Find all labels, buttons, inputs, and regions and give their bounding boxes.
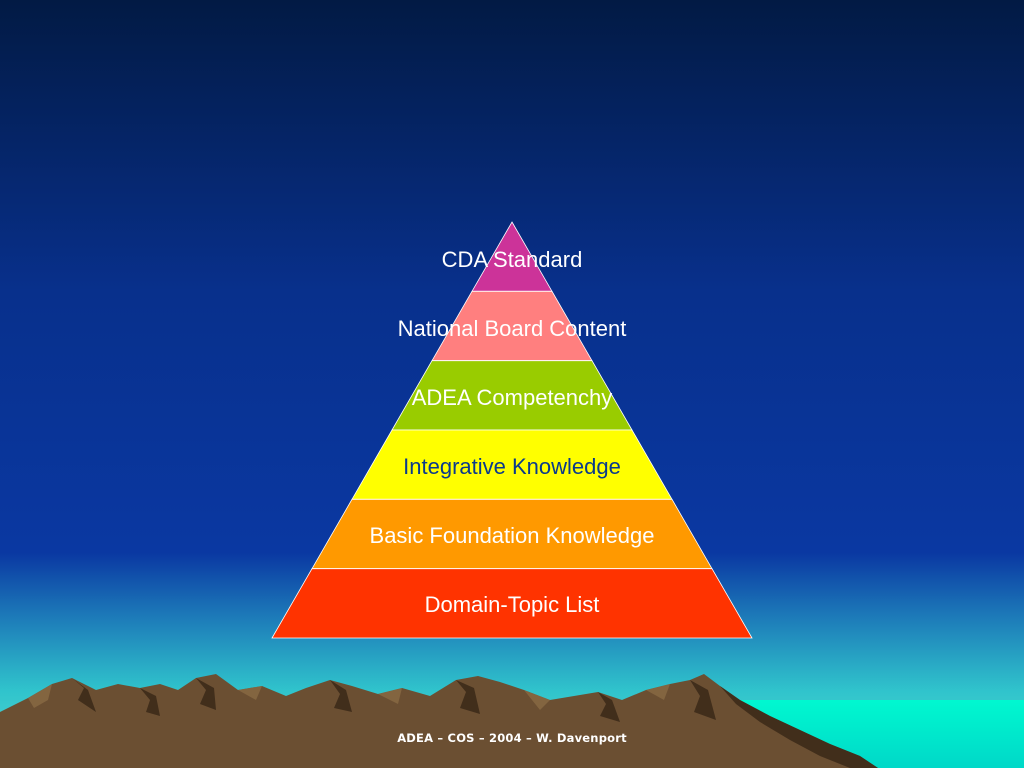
tier-label-basic-foundation-knowledge: Basic Foundation Knowledge (369, 523, 655, 548)
mountain-highlights (28, 684, 670, 710)
footer-credit: ADEA – COS – 2004 – W. Davenport (397, 731, 627, 745)
mountain-shadows (72, 678, 878, 768)
tier-label-adea-competency: ADEA Competenchy (411, 385, 613, 410)
pyramid (271, 221, 753, 639)
tier-label-cda-standard: CDA Standard (441, 247, 583, 272)
tier-label-domain-topic-list: Domain-Topic List (424, 592, 600, 617)
tier-label-integrative-knowledge: Integrative Knowledge (403, 454, 621, 479)
pyramid-tier-domain-topic-list (271, 568, 753, 639)
tier-label-national-board-content: National Board Content (397, 316, 627, 341)
mountain-range (0, 674, 878, 768)
mountains (0, 674, 878, 768)
